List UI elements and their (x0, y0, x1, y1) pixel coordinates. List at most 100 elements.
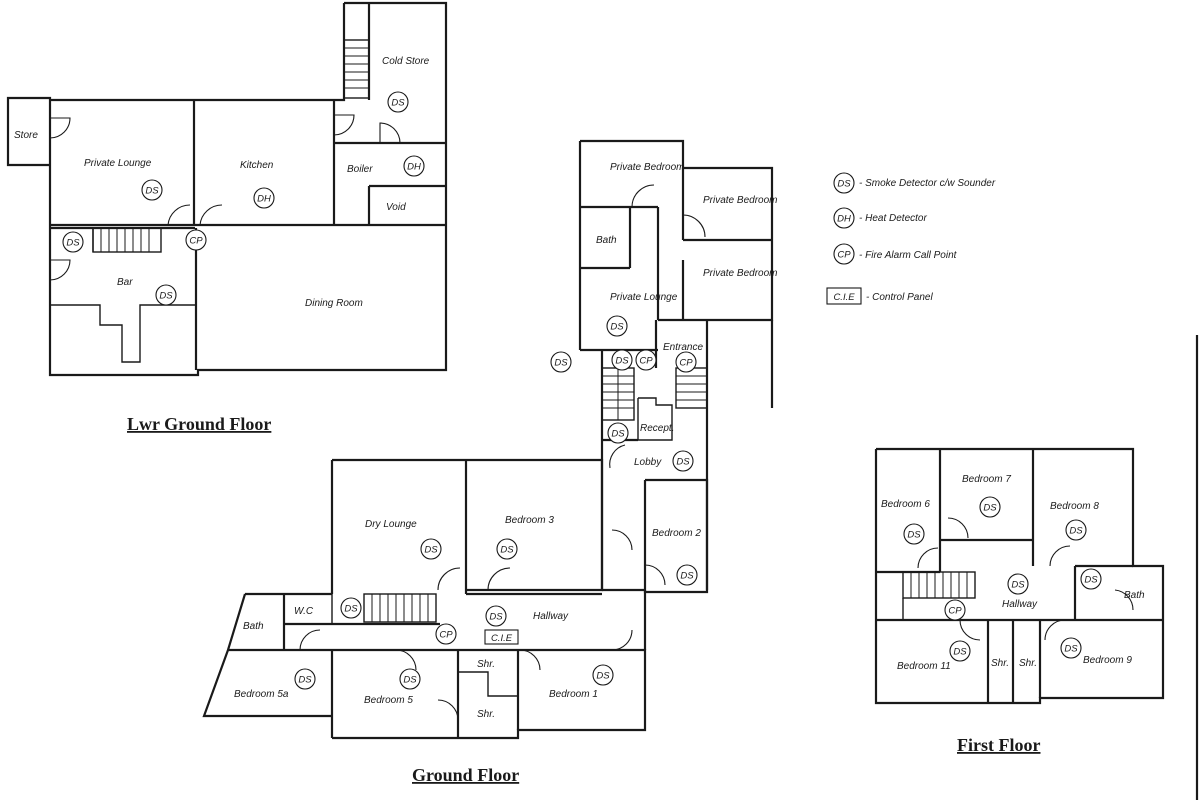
room-label-hallway: Hallway (1002, 599, 1038, 610)
legend-cp-desc: - Fire Alarm Call Point (859, 250, 958, 261)
call-point-icon: CP (635, 349, 657, 371)
door-swing (49, 259, 71, 281)
heat-detector-icon: DH (253, 187, 275, 209)
ground-floor: Private Bedroom Private Bedroom Private … (202, 139, 777, 785)
door-swing (631, 184, 655, 208)
smoke-detector-icon: DS (155, 284, 177, 306)
room-label-shr: Shr. (1019, 658, 1037, 669)
door-swing (487, 567, 511, 591)
door-swing (917, 547, 939, 569)
hallway-stairs (363, 593, 437, 623)
smoke-detector-icon: DS (592, 664, 614, 686)
door-swing (947, 517, 969, 539)
svg-text:DS: DS (907, 530, 921, 541)
smoke-detector-icon: DS (1060, 637, 1082, 659)
room-label-private-lounge: Private Lounge (84, 158, 152, 169)
legend: DS - Smoke Detector c/w Sounder DH - Hea… (826, 172, 996, 305)
lower-ground-floor: Store Private Lounge Kitchen Cold Store … (6, 1, 448, 434)
call-point-icon: CP (435, 623, 457, 645)
svg-text:DS: DS (66, 238, 80, 249)
room-label-dining-room: Dining Room (305, 298, 363, 309)
door-swing (379, 122, 401, 144)
room-label-lobby: Lobby (634, 457, 662, 468)
smoke-detector-icon: DS (676, 564, 698, 586)
svg-text:DS: DS (554, 358, 568, 369)
door-swing (49, 117, 71, 139)
room-label-bedroom-9: Bedroom 9 (1083, 655, 1132, 666)
smoke-detector-icon: DS (1065, 519, 1087, 541)
svg-text:DS: DS (1069, 526, 1083, 537)
legend-smoke-detector-icon: DS (833, 172, 855, 194)
ground-stairs-left (601, 367, 635, 421)
room-label-bedroom-3: Bedroom 3 (505, 515, 554, 526)
smoke-detector-icon: DS (1080, 568, 1102, 590)
room-label-bath: Bath (1124, 590, 1145, 601)
door-swing (167, 204, 191, 226)
room-label-recept: Recept. (640, 423, 674, 434)
floor-title-first: First Floor (957, 735, 1040, 755)
room-label-dry-lounge: Dry Lounge (365, 519, 417, 530)
door-swing (1114, 589, 1134, 611)
legend-dh-desc: - Heat Detector (859, 213, 927, 224)
door-swing (611, 529, 633, 551)
smoke-detector-icon: DS (399, 668, 421, 690)
svg-text:DS: DS (1084, 575, 1098, 586)
svg-text:CP: CP (189, 236, 203, 247)
smoke-detector-icon: DS (903, 523, 925, 545)
svg-text:DS: DS (159, 291, 173, 302)
room-label-shr: Shr. (477, 709, 495, 720)
smoke-detector-icon: DS (949, 640, 971, 662)
door-swing (199, 204, 223, 226)
room-label-hallway: Hallway (533, 611, 569, 622)
door-swing (437, 699, 459, 721)
room-label-store: Store (14, 130, 38, 141)
room-label-private-lounge: Private Lounge (610, 292, 678, 303)
svg-text:CP: CP (639, 356, 653, 367)
svg-text:CP: CP (439, 630, 453, 641)
room-label-bedroom-5a: Bedroom 5a (234, 689, 289, 700)
svg-text:DS: DS (298, 675, 312, 686)
floor-title-ground: Ground Floor (412, 765, 519, 785)
svg-text:DS: DS (500, 545, 514, 556)
svg-text:CP: CP (837, 250, 851, 261)
call-point-icon: CP (675, 351, 697, 373)
svg-text:C.I.E: C.I.E (833, 292, 855, 303)
room-label-bedroom-2: Bedroom 2 (652, 528, 701, 539)
door-swing (1044, 619, 1066, 641)
door-swing (959, 619, 981, 641)
room-label-bedroom-1: Bedroom 1 (549, 689, 598, 700)
svg-text:DS: DS (1064, 644, 1078, 655)
svg-text:DH: DH (257, 194, 271, 205)
smoke-detector-icon: DS (62, 231, 84, 253)
first-floor-stairs (902, 571, 976, 599)
svg-text:DS: DS (676, 457, 690, 468)
smoke-detector-icon: DS (672, 450, 694, 472)
smoke-detector-icon: DS (979, 496, 1001, 518)
room-label-bedroom-5: Bedroom 5 (364, 695, 413, 706)
room-label-private-bedroom: Private Bedroom (703, 195, 777, 206)
door-swing (333, 114, 355, 136)
smoke-detector-icon: DS (607, 422, 629, 444)
door-swing (1049, 545, 1071, 567)
svg-text:DH: DH (407, 162, 421, 173)
svg-text:DS: DS (837, 179, 851, 190)
smoke-detector-icon: DS (420, 538, 442, 560)
ground-stairs-right (675, 367, 708, 409)
smoke-detector-icon: DS (485, 605, 507, 627)
svg-text:DS: DS (611, 429, 625, 440)
door-swing (299, 629, 321, 651)
svg-text:DS: DS (610, 322, 624, 333)
room-label-bedroom-11: Bedroom 11 (897, 661, 951, 672)
lower-ground-stairs (92, 227, 162, 253)
legend-control-panel-icon: C.I.E (826, 287, 862, 305)
svg-text:CP: CP (948, 606, 962, 617)
smoke-detector-icon: DS (387, 91, 409, 113)
door-swing (609, 444, 626, 469)
smoke-detector-icon: DS (606, 315, 628, 337)
svg-text:DS: DS (403, 675, 417, 686)
room-label-shr: Shr. (477, 659, 495, 670)
room-label-bath: Bath (243, 621, 264, 632)
legend-call-point-icon: CP (833, 243, 855, 265)
legend-ds-desc: - Smoke Detector c/w Sounder (859, 178, 996, 189)
